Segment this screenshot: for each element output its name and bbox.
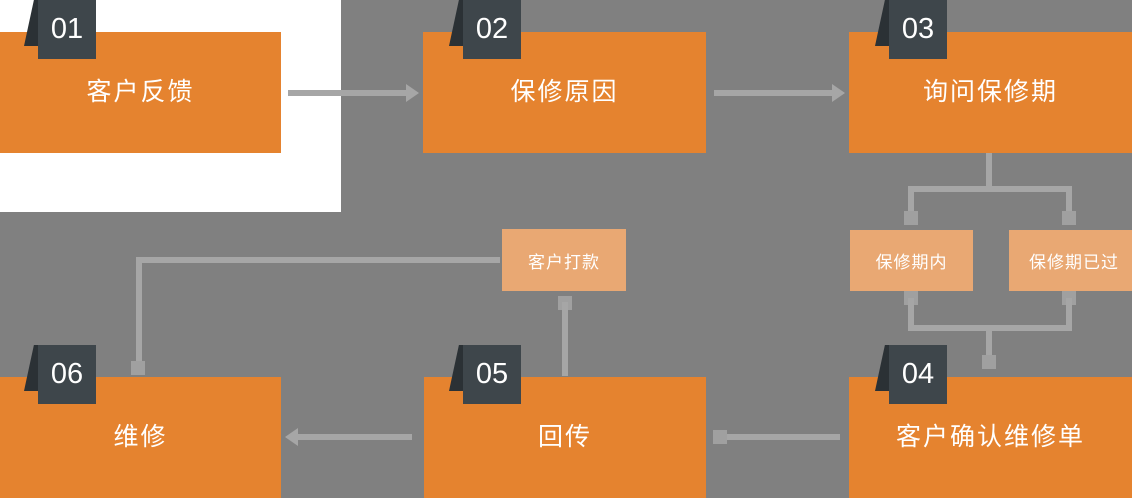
connector-04-to-05: [722, 434, 840, 440]
badge-number-03: 03: [901, 13, 935, 45]
connector-merge-stem: [986, 325, 992, 359]
badge-06: 06: [38, 345, 96, 404]
branch-label-out-of-warranty: 保修期已过: [1029, 253, 1119, 272]
connector-merge-right: [1066, 298, 1072, 327]
connector-03-stem: [986, 153, 992, 191]
connector-node-note-to-06: [131, 361, 145, 375]
step-label-03: 询问保修期: [922, 78, 1058, 106]
connector-node-04-to-05: [713, 430, 727, 444]
badge-04: 04: [889, 345, 947, 404]
step-label-01: 客户反馈: [86, 78, 195, 106]
note-box-customer-payment[interactable]: 客户打款: [502, 229, 626, 291]
step-box-03[interactable]: 询问保修期: [849, 32, 1132, 153]
badge-number-04: 04: [901, 358, 935, 390]
connector-01-to-02: [288, 90, 408, 96]
connector-03-split-left: [908, 186, 914, 212]
connector-node-branch-right-top: [1062, 211, 1076, 225]
connector-node-branch-left-top: [904, 211, 918, 225]
badge-number-02: 02: [475, 13, 509, 45]
connector-note-to-06-vertical: [136, 257, 142, 367]
note-label-customer-payment: 客户打款: [528, 252, 600, 272]
connector-note-to-05: [562, 302, 568, 376]
badge-01: 01: [38, 0, 96, 59]
step-label-06: 维修: [113, 423, 168, 451]
branch-label-in-warranty: 保修期内: [875, 253, 948, 272]
connector-05-to-06: [297, 434, 412, 440]
step-label-02: 保修原因: [510, 78, 619, 106]
badge-03: 03: [889, 0, 947, 59]
badge-number-01: 01: [50, 13, 84, 45]
branch-box-in-warranty[interactable]: 保修期内: [850, 230, 973, 291]
connector-merge-left: [908, 298, 914, 327]
badge-number-05: 05: [475, 358, 509, 390]
connector-03-split-bar: [908, 186, 1072, 192]
step-box-02[interactable]: 保修原因: [423, 32, 706, 153]
branch-box-out-of-warranty[interactable]: 保修期已过: [1009, 230, 1132, 291]
arrowhead-02-to-03: [832, 84, 845, 102]
arrowhead-05-to-06: [285, 428, 298, 446]
connector-03-split-right: [1066, 186, 1072, 212]
connector-node-to-step-04: [982, 355, 996, 369]
badge-05: 05: [463, 345, 521, 404]
badge-number-06: 06: [50, 358, 84, 390]
step-label-04: 客户确认维修单: [895, 423, 1085, 451]
connector-02-to-03: [714, 90, 834, 96]
arrowhead-01-to-02: [406, 84, 419, 102]
badge-02: 02: [463, 0, 521, 59]
connector-note-to-06-horizontal: [136, 257, 500, 263]
step-label-05: 回传: [537, 423, 592, 451]
